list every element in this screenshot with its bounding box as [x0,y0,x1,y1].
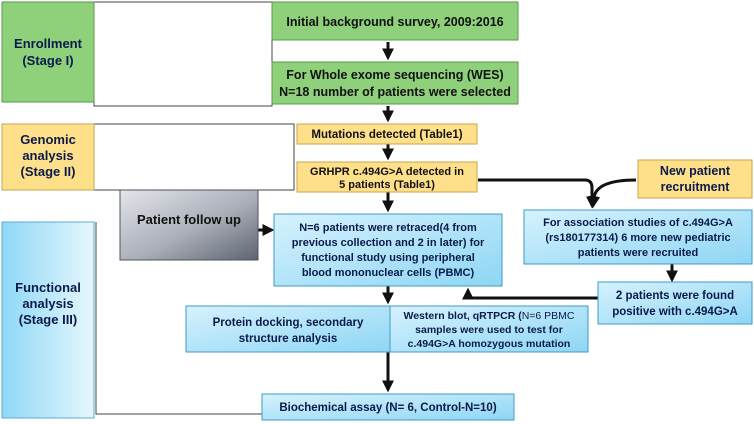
arrow-positive-to-retraced [462,287,598,300]
box-mutations-text: Mutations detected (Table1) [311,129,462,141]
box-new-patient-line1: New patient [660,164,731,178]
box-western-line1a: Western blot, qRTPCR ( [403,310,522,322]
stage-functional: Functional analysis (Stage III) [1,221,95,419]
box-western: Western blot, qRTPCR (N=6 PBMC samples w… [389,305,589,353]
stage-enrollment: Enrollment (Stage I) [1,1,95,103]
box-two-positive: 2 patients were found positive with c.49… [597,281,753,325]
box-biochemical-shape [261,393,515,421]
stage-genomic-label: Genomic [20,132,76,147]
box-initial-survey: Initial background survey, 2009:2016 [271,1,519,41]
box-retraced-line3: functional study using peripheral [301,252,475,264]
box-docking-line1: Protein docking, secondary [213,317,364,329]
box-mutations-shape [296,123,478,145]
box-wes: For Whole exome sequencing (WES) N=18 nu… [271,61,519,105]
box-new-patient-line2: recruitment [661,180,731,194]
box-western-line1b: N=6 PBMC [522,310,575,322]
stage-genomic-sub: analysis [22,148,73,163]
box-association: For association studies of c.494G>A (rs1… [523,209,753,265]
stage-enrollment-sub: (Stage I) [22,53,73,68]
box-wes-line2: N=18 number of patients were selected [279,85,511,99]
stage-functional-stage: (Stage III) [19,312,78,327]
box-new-patient: New patient recruitment [637,159,753,199]
box-western-line2: samples were used to test for [415,324,563,336]
box-grhpr-line1: GRHPR c.494G>A detected in [310,166,464,178]
box-mutations: Mutations detected (Table1) [296,123,478,145]
connectors [258,42,678,393]
box-patient-follow-up-text: Patient follow up [137,212,241,227]
box-biochemical: Biochemical assay (N= 6, Control-N=10) [261,393,515,421]
stage-ii-bracket [93,123,295,191]
box-western-line3: c.494G>A homozygous mutation [408,338,571,350]
box-retraced-line4: blood mononuclear cells (PBMC) [302,267,475,279]
box-two-positive-line2: positive with c.494G>A [612,306,738,318]
box-new-patient-shape [637,159,753,199]
arrow-grhpr-to-association [478,178,598,209]
box-association-shape [523,209,753,265]
box-docking: Protein docking, secondary structure ana… [185,305,391,353]
box-two-positive-shape [597,281,753,325]
box-association-line3: patients were recruited [578,247,698,259]
box-retraced: N=6 patients were retraced(4 from previo… [273,213,503,287]
stage-genomic: Genomic analysis (Stage II) [1,123,95,191]
box-biochemical-text: Biochemical assay (N= 6, Control-N=10) [279,402,496,414]
box-western-shape [389,305,589,353]
box-wes-line1: For Whole exome sequencing (WES) [286,68,503,82]
box-retraced-shape [273,213,503,287]
stage-functional-label: Functional [15,280,81,295]
box-docking-line2: structure analysis [239,333,337,345]
stage-enrollment-label: Enrollment [14,36,83,51]
box-association-line2: (rs180177314) 6 more new pediatric [545,232,730,244]
stage-i-bracket [93,1,273,107]
box-initial-survey-text: Initial background survey, 2009:2016 [286,15,503,29]
stage-functional-box [1,221,95,419]
box-western-line1: Western blot, qRTPCR (N=6 PBMC [403,310,574,322]
arrow-newpatient-to-association [588,178,637,209]
box-grhpr: GRHPR c.494G>A detected in 5 patients (T… [296,161,478,193]
box-wes-shape [271,61,519,105]
box-association-line1: For association studies of c.494G>A [543,217,733,229]
box-patient-follow-up-shape [119,189,259,261]
box-grhpr-line2: 5 patients (Table1) [339,179,435,191]
box-retraced-line1: N=6 patients were retraced(4 from [299,222,477,234]
stage-enrollment-box [1,1,95,103]
box-two-positive-line1: 2 patients were found [616,290,734,302]
box-patient-follow-up: Patient follow up [119,189,259,261]
box-docking-shape [185,305,391,353]
stage-genomic-stage: (Stage II) [21,164,76,179]
stage-genomic-box [1,123,95,191]
box-retraced-line2: previous collection and 2 in later) for [292,237,485,249]
stage-iii-bracket [95,222,262,415]
box-initial-survey-shape [271,1,519,41]
box-grhpr-shape [296,161,478,193]
stage-functional-sub: analysis [22,296,73,311]
